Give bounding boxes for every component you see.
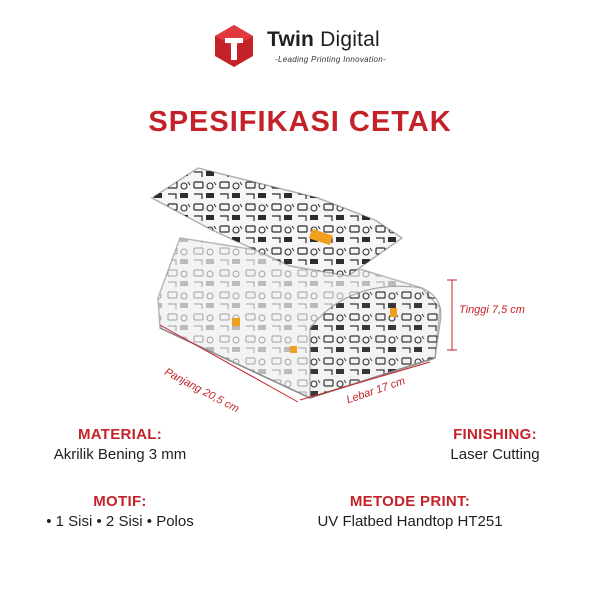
finishing-label: FINISHING: — [453, 426, 537, 443]
height-label: Tinggi 7,5 cm — [459, 304, 525, 316]
print-method-label: METODE PRINT: — [349, 493, 471, 510]
material-value: Akrilik Bening 3 mm — [53, 446, 187, 463]
brand-name-bold: Twin — [267, 28, 315, 51]
print-method-value: UV Flatbed Handtop HT251 — [317, 513, 503, 530]
brand-name: Twin Digital — [267, 28, 380, 52]
motif-value: • 1 Sisi • 2 Sisi • Polos — [46, 513, 194, 530]
material-label: MATERIAL: — [77, 426, 163, 443]
brand-logo: Twin Digital -Leading Printing Innovatio… — [213, 22, 393, 72]
page-title: SPESIFIKASI CETAK — [148, 106, 452, 138]
brand-name-light: Digital — [314, 28, 380, 51]
acrylic-box-image — [150, 167, 442, 399]
brand-tagline: -Leading Printing Innovation- — [275, 55, 386, 64]
finishing-value: Laser Cutting — [450, 446, 540, 463]
motif-label: MOTIF: — [93, 493, 147, 510]
twin-digital-logo-icon — [215, 25, 253, 67]
